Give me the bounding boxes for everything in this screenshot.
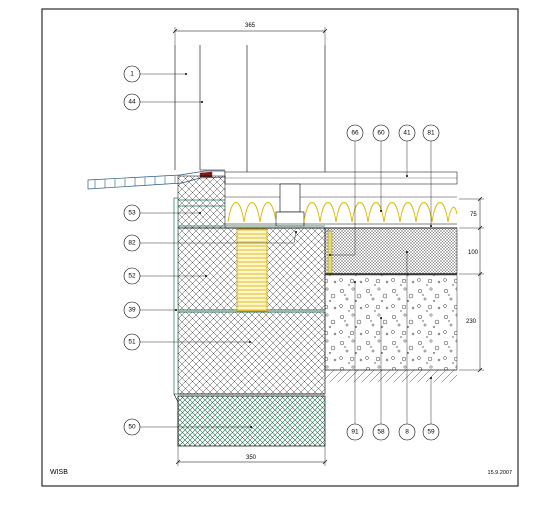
corner-label-date: 15.9.2007: [488, 470, 512, 476]
callout-59: [422, 423, 440, 441]
callout-58: [372, 423, 390, 441]
wall-upper: [174, 45, 326, 172]
callout-8-label: 8: [405, 429, 409, 436]
dim-right-230: 230: [466, 319, 477, 325]
callout-41: [398, 124, 416, 142]
callout-8: [398, 423, 416, 441]
dim-right-100: 100: [468, 250, 479, 256]
callout-52-label: 52: [128, 273, 136, 280]
dim-bottom-label: 350: [246, 455, 257, 461]
callout-66: [346, 124, 364, 142]
callout-50-label: 50: [128, 424, 136, 431]
callouts-top: 66 60 41 81: [329, 124, 440, 256]
callout-81-label: 81: [427, 130, 435, 137]
gravel-fill: [324, 274, 458, 371]
callout-91-label: 91: [351, 429, 359, 436]
callout-52: [123, 267, 141, 285]
callout-60: [372, 124, 390, 142]
callout-44: [123, 93, 141, 111]
callout-1: [123, 65, 141, 83]
callout-44-label: 44: [128, 99, 136, 106]
dim-top-label: 365: [245, 23, 256, 29]
ground-soil: [325, 369, 457, 382]
callout-60-label: 60: [377, 130, 385, 137]
callout-58-label: 58: [377, 429, 385, 436]
callouts-bottom: 91 58 8 59: [346, 251, 440, 441]
callout-66-label: 66: [351, 130, 359, 137]
corner-label-left: WISB: [50, 469, 68, 476]
callout-39: [123, 301, 141, 319]
callout-41-label: 41: [403, 130, 411, 137]
external-insulation: [173, 175, 325, 446]
callout-82-label: 82: [128, 240, 136, 247]
drawing-frame: [41, 8, 519, 487]
dim-right-75: 75: [470, 212, 477, 218]
dimension-top: 365: [172, 23, 328, 45]
callout-53-label: 53: [128, 210, 136, 217]
dimension-bottom: 350: [175, 446, 328, 466]
callout-59-label: 59: [427, 429, 435, 436]
callout-1-label: 1: [130, 71, 134, 78]
callout-50: [123, 418, 141, 436]
callout-91: [346, 423, 364, 441]
callout-51-label: 51: [128, 339, 136, 346]
insulation-column: [236, 228, 268, 312]
callout-53: [123, 204, 141, 222]
dimension-right: 75 100 230: [459, 196, 484, 373]
callouts-left: 1 44 53 82 52 39 51 50: [123, 65, 297, 436]
callout-51: [123, 333, 141, 351]
callout-39-label: 39: [128, 307, 136, 314]
callout-81: [422, 124, 440, 142]
callout-82: [123, 234, 141, 252]
